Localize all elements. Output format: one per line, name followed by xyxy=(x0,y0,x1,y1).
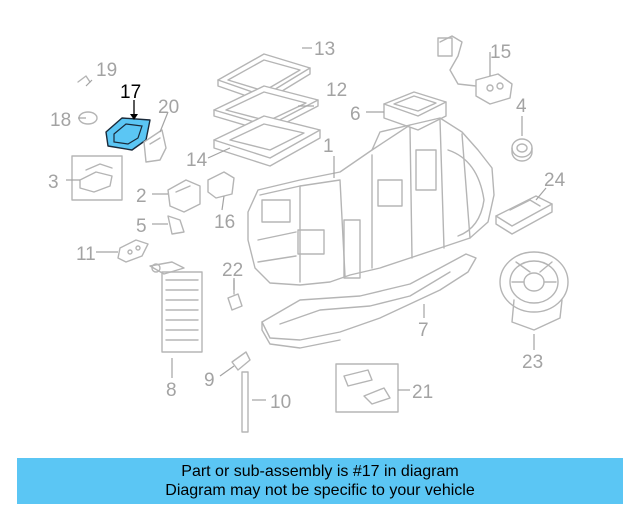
callout-19: 19 xyxy=(96,60,117,81)
callout-9: 9 xyxy=(204,370,215,391)
callout-5: 5 xyxy=(136,216,147,237)
callout-6: 6 xyxy=(350,104,361,125)
callout-16: 16 xyxy=(214,212,235,233)
heater-core-8 xyxy=(149,261,203,353)
callout-10: 10 xyxy=(270,392,291,413)
bracket-3 xyxy=(71,155,123,201)
banner-line-part-number: Part or sub-assembly is #17 in diagram xyxy=(181,463,459,480)
callout-21: 21 xyxy=(412,382,433,403)
banner-line-disclaimer: Diagram may not be specific to your vehi… xyxy=(165,482,475,499)
callout-11: 11 xyxy=(76,244,96,265)
callout-1: 1 xyxy=(323,136,334,157)
hvac-housing xyxy=(247,117,495,286)
grommet-11 xyxy=(117,239,149,263)
callout-12: 12 xyxy=(326,80,347,101)
callout-3: 3 xyxy=(48,172,59,193)
sensor-22 xyxy=(227,279,243,311)
filter-frame-13 xyxy=(217,53,311,103)
grille-6 xyxy=(383,91,447,131)
filter-frame-14 xyxy=(213,115,321,167)
ducts-21 xyxy=(335,363,399,413)
callout-18: 18 xyxy=(50,110,71,131)
callout-labels: 1 2 3 4 5 6 7 8 9 10 11 12 13 14 15 16 1… xyxy=(48,39,566,413)
clip-5 xyxy=(167,215,185,235)
clip-9 xyxy=(231,351,251,371)
callout-8: 8 xyxy=(166,380,177,401)
callout-20: 20 xyxy=(158,97,179,118)
cover-20 xyxy=(143,129,167,163)
connector-16 xyxy=(207,171,235,199)
callout-4: 4 xyxy=(516,96,527,117)
rod-10 xyxy=(241,371,249,433)
filter-frame-12 xyxy=(213,85,319,133)
duct-7 xyxy=(261,253,477,349)
callout-13: 13 xyxy=(314,39,335,60)
callout-24: 24 xyxy=(544,170,566,191)
leader-line-17 xyxy=(130,100,138,120)
bracket-24 xyxy=(495,195,553,235)
callout-17: 17 xyxy=(120,82,141,103)
parts-diagram: 1 2 3 4 5 6 7 8 9 10 11 12 13 14 15 16 1… xyxy=(48,35,569,433)
callout-14: 14 xyxy=(186,150,208,171)
callout-7: 7 xyxy=(418,320,429,341)
info-banner: Part or sub-assembly is #17 in diagram D… xyxy=(17,458,623,504)
actuator-2 xyxy=(167,179,201,213)
callout-15: 15 xyxy=(490,42,511,63)
callout-23: 23 xyxy=(522,352,543,373)
actuator-15 xyxy=(437,35,513,105)
seal-17-highlighted xyxy=(105,117,151,151)
leader-lines xyxy=(66,47,547,401)
callout-2: 2 xyxy=(136,186,147,207)
blower-23 xyxy=(499,251,569,331)
motor-4 xyxy=(511,138,533,162)
clip-19 xyxy=(77,75,91,83)
callout-22: 22 xyxy=(222,260,243,281)
